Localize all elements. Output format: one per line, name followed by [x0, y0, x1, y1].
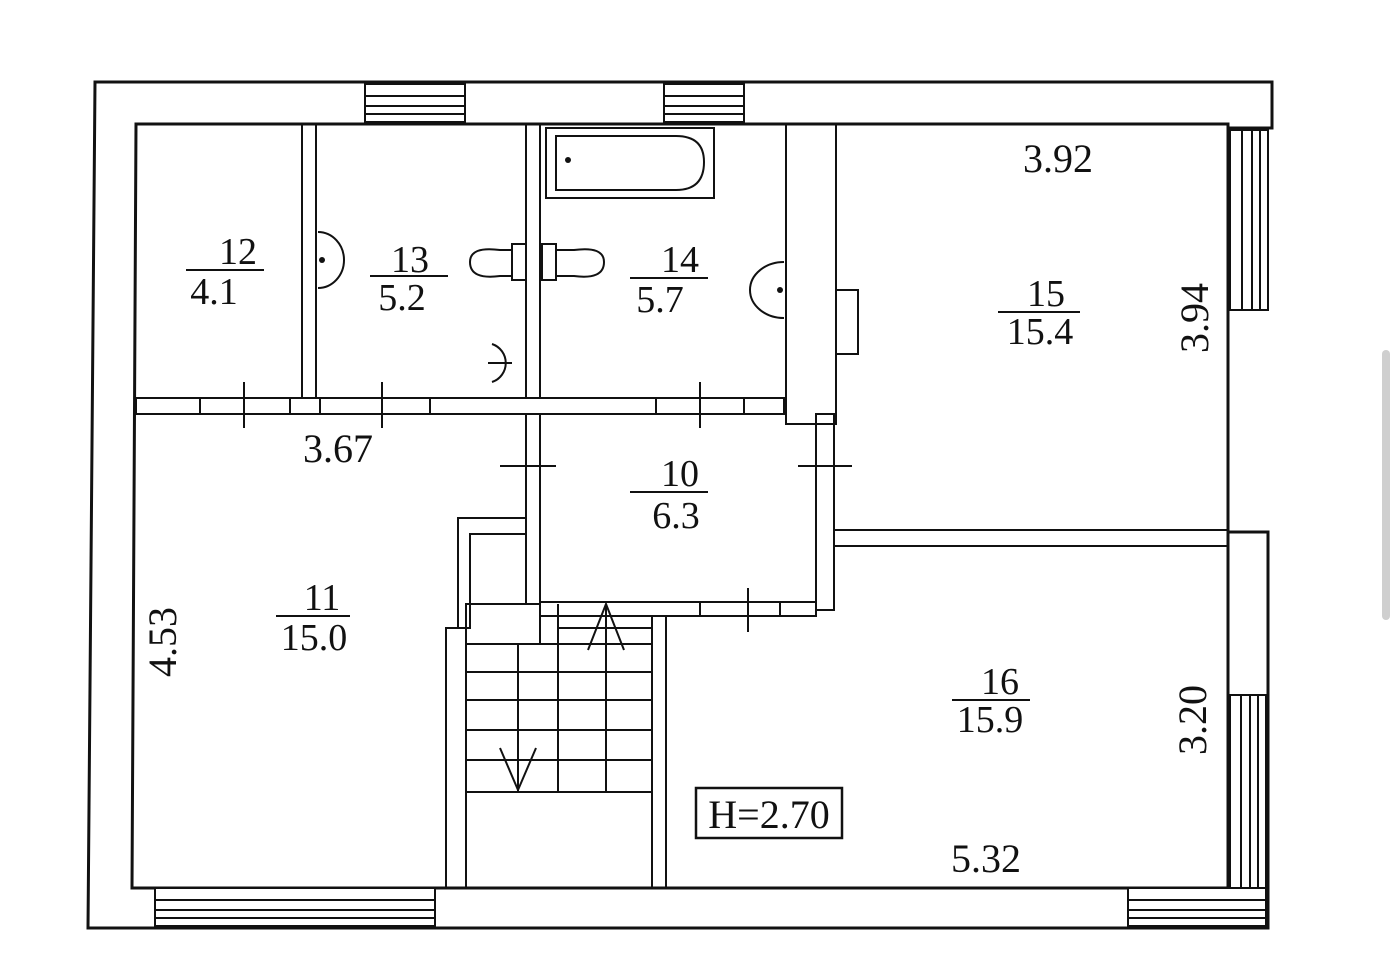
- svg-text:16: 16: [981, 661, 1019, 703]
- svg-text:5.7: 5.7: [636, 279, 684, 321]
- svg-text:6.3: 6.3: [652, 495, 700, 537]
- room-label-10: 10 6.3: [630, 453, 708, 537]
- window-top-left: [364, 83, 466, 123]
- toilet-icon: [541, 243, 606, 281]
- dimension-room16-width: 5.32: [951, 836, 1021, 881]
- window-bottom-left: [154, 887, 436, 927]
- room-label-13: 13 5.2: [370, 239, 448, 319]
- svg-text:15: 15: [1027, 273, 1065, 315]
- window-bottom-right: [1127, 887, 1267, 927]
- door-swing-icon: [488, 343, 512, 383]
- dimension-room16-depth: 3.20: [1170, 685, 1215, 755]
- washbasin-icon: [317, 231, 345, 289]
- svg-text:15.4: 15.4: [1007, 311, 1074, 353]
- svg-text:H=2.70: H=2.70: [708, 792, 829, 837]
- svg-text:4.1: 4.1: [190, 271, 238, 313]
- room-label-15: 15 15.4: [998, 273, 1080, 353]
- room-label-12: 12 4.1: [186, 231, 264, 313]
- dimension-room11-depth: 4.53: [140, 607, 185, 677]
- window-right-upper: [1229, 129, 1269, 311]
- dimension-room15-width: 3.92: [1023, 136, 1093, 181]
- svg-text:10: 10: [661, 453, 699, 495]
- svg-text:11: 11: [304, 577, 341, 619]
- scrollbar-thumb[interactable]: [1382, 350, 1390, 620]
- staircase: [465, 604, 653, 793]
- window-right-lower: [1229, 694, 1267, 891]
- toilet-icon: [468, 243, 527, 281]
- stairs-up-arrow-icon: [587, 601, 625, 651]
- svg-text:12: 12: [219, 231, 257, 273]
- dimension-room15-depth: 3.94: [1172, 283, 1217, 353]
- washbasin-icon: [749, 261, 785, 319]
- door-marks: [243, 382, 852, 632]
- window-top-right: [663, 83, 745, 123]
- room-label-11: 11 15.0: [276, 577, 350, 659]
- ceiling-height-box: H=2.70: [694, 786, 844, 840]
- svg-text:15.9: 15.9: [957, 699, 1024, 741]
- svg-text:14: 14: [661, 239, 699, 281]
- bathtub-icon: [545, 127, 715, 199]
- room-label-16: 16 15.9: [952, 661, 1030, 741]
- room-label-14: 14 5.7: [630, 239, 708, 321]
- dimension-room11-width: 3.67: [303, 426, 373, 471]
- svg-text:13: 13: [391, 239, 429, 281]
- svg-text:5.2: 5.2: [378, 277, 426, 319]
- stairs-down-arrow-icon: [499, 740, 537, 793]
- svg-text:15.0: 15.0: [281, 617, 348, 659]
